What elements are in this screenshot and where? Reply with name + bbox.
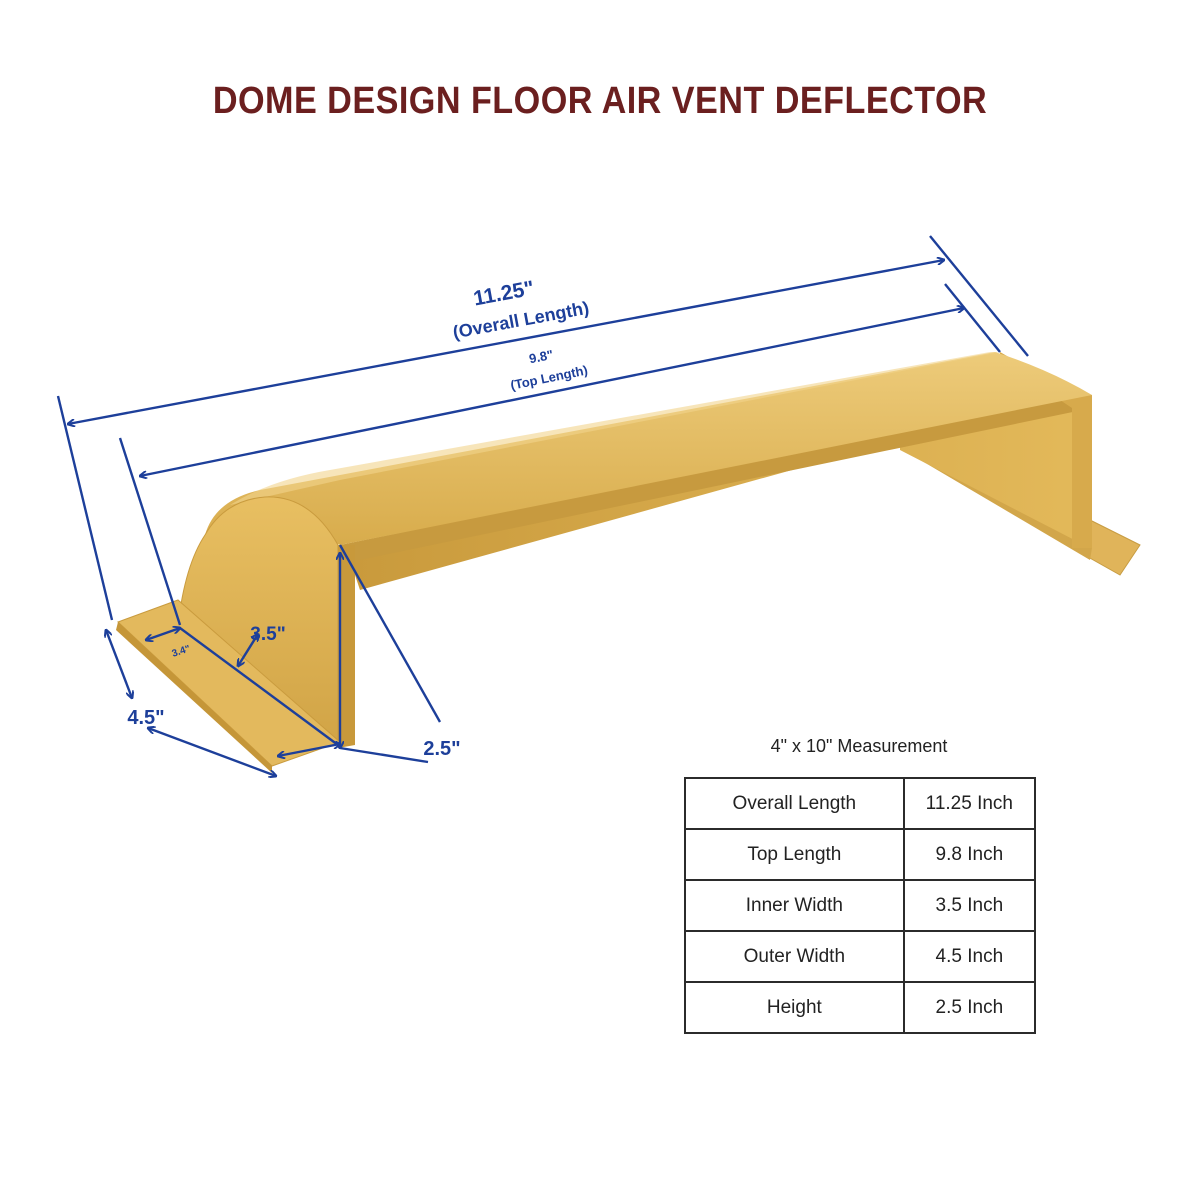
top-length-extension-left <box>118 437 182 626</box>
measurement-table: Overall Length 11.25 Inch Top Length 9.8… <box>684 777 1037 1034</box>
table-caption: 4" x 10" Measurement <box>770 736 948 756</box>
inner-width-edge <box>179 627 339 746</box>
table-row: Outer Width 4.5 Inch <box>684 930 1037 983</box>
top-length-extension-right <box>944 283 1001 353</box>
table-row: Height 2.5 Inch <box>684 981 1037 1034</box>
top-length-value: 9.8" <box>528 347 555 367</box>
row-value: 4.5 Inch <box>902 930 1037 983</box>
height-base-line <box>278 744 340 756</box>
row-value: 2.5 Inch <box>902 981 1037 1034</box>
overall-length-extension-left <box>56 395 114 621</box>
row-name: Overall Length <box>684 777 905 830</box>
flange-depth-arrow <box>146 628 180 640</box>
height-base-extension <box>339 746 429 764</box>
top-length-arrow <box>140 308 964 476</box>
outer-width-arrow-side <box>106 630 132 698</box>
table-row: Top Length 9.8 Inch <box>684 828 1037 881</box>
row-name: Outer Width <box>684 930 905 983</box>
inner-width-arrow <box>238 634 258 666</box>
overall-length-extension-right <box>929 235 1029 357</box>
height-extension <box>338 544 442 723</box>
row-value: 11.25 Inch <box>902 777 1037 830</box>
row-name: Inner Width <box>684 879 905 932</box>
table-row: Inner Width 3.5 Inch <box>684 879 1037 932</box>
vent-deflector-body <box>116 352 1141 773</box>
row-name: Height <box>684 981 905 1034</box>
height-label: 2.5" <box>423 738 460 760</box>
table-row: Overall Length 11.25 Inch <box>684 777 1037 830</box>
row-value: 9.8 Inch <box>902 828 1037 881</box>
inner-width-label: 3.5" <box>250 624 285 645</box>
top-length-label: (Top Length) <box>509 362 589 392</box>
row-name: Top Length <box>684 828 905 881</box>
dimension-lines <box>56 235 1029 776</box>
outer-width-arrow-front <box>148 728 276 776</box>
overall-length-value: 11.25" <box>472 277 537 311</box>
row-value: 3.5 Inch <box>902 879 1037 932</box>
overall-length-label: (Overall Length) <box>451 298 590 343</box>
outer-width-label: 4.5" <box>127 707 164 729</box>
page-title: DOME DESIGN FLOOR AIR VENT DEFLECTOR <box>212 80 988 122</box>
